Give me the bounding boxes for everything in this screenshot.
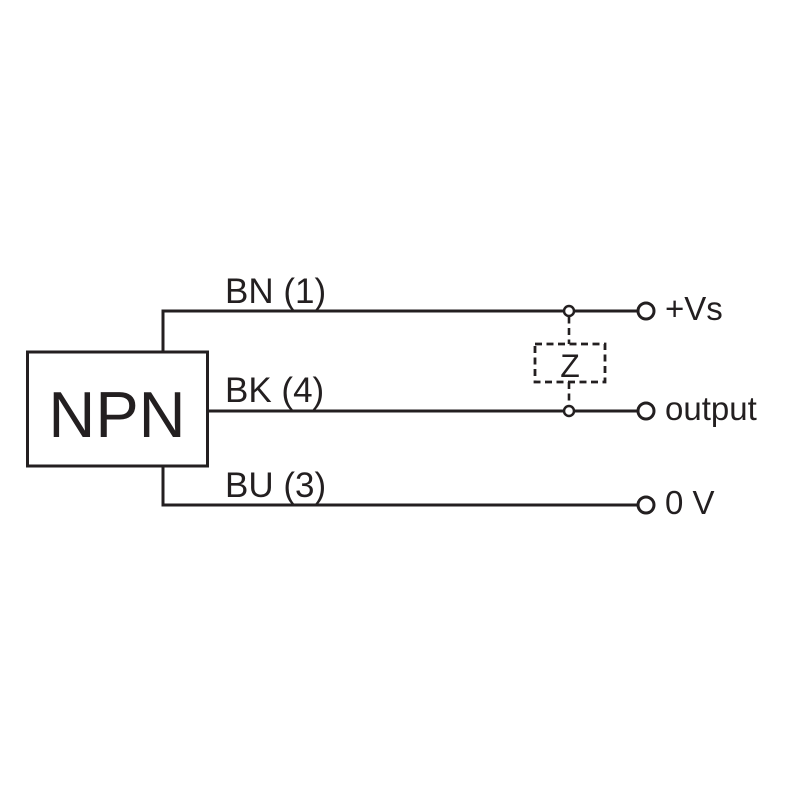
wire-bk-label: BK (4) <box>225 371 324 410</box>
junction-node-output <box>562 404 576 418</box>
load-impedance-label: Z <box>560 348 580 384</box>
terminal-output <box>636 401 656 421</box>
wire-bu-label: BU (3) <box>225 466 326 505</box>
terminal-output-label: output <box>665 390 757 427</box>
wire-bn <box>161 309 637 352</box>
terminal-vs-label: +Vs <box>665 290 723 327</box>
terminal-vs <box>636 301 656 321</box>
load-impedance-box <box>533 342 607 384</box>
junction-node-vs <box>562 304 576 318</box>
wire-bn-label: BN (1) <box>225 272 326 311</box>
device-label-text: NPN <box>48 378 185 451</box>
wire-bu <box>161 466 637 507</box>
device-box <box>26 350 209 468</box>
terminal-0v-label: 0 V <box>665 484 715 521</box>
terminal-0v <box>636 495 656 515</box>
